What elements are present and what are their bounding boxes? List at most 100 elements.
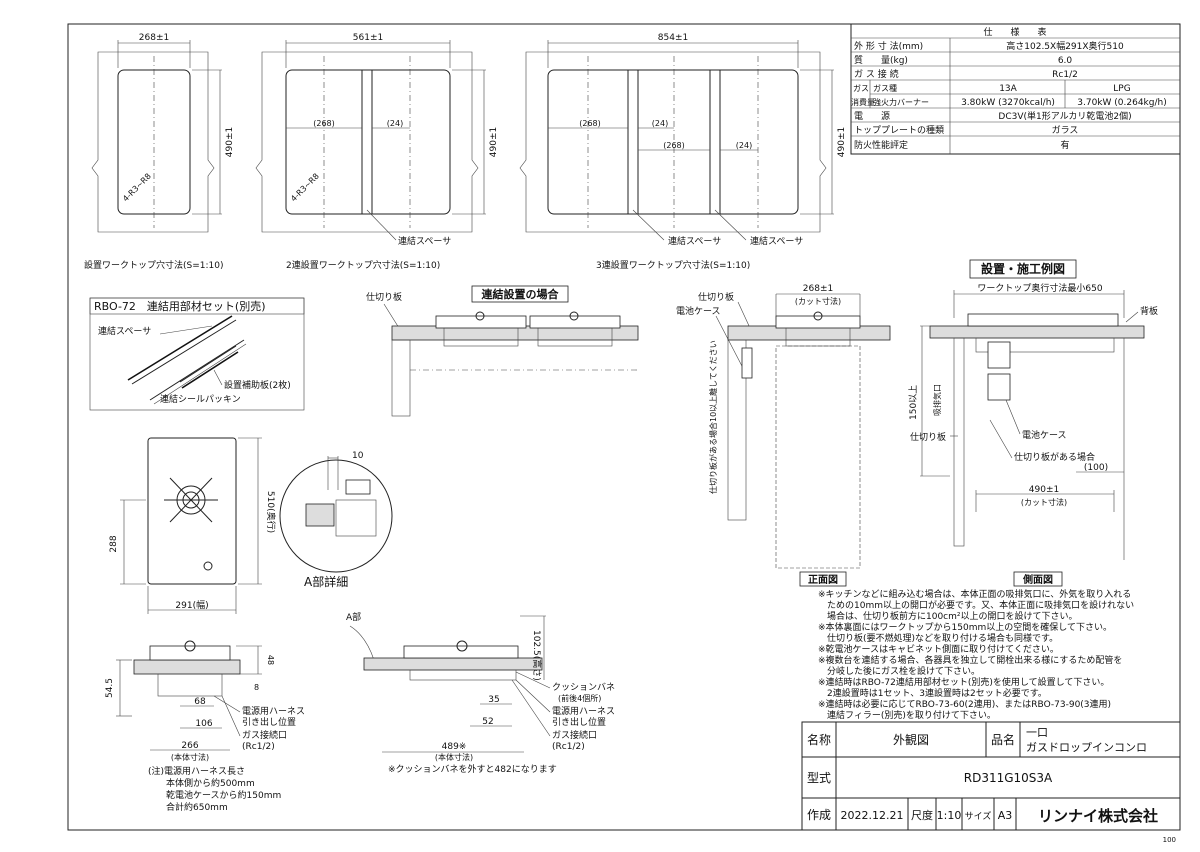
install-title: 設置・施工例図 [981, 261, 1065, 276]
sv-harness: 電源用ハーネス [552, 706, 615, 717]
harness-note-3: 乾電池ケースから約150mm [166, 789, 281, 801]
connected-partition: 仕切り板 [366, 291, 402, 303]
fv-68: 68 [194, 697, 206, 707]
side-intake: 吸排気口 [932, 384, 942, 416]
front-cut-width: 268±1 [803, 284, 833, 294]
single-height-dim: 490±1 [225, 127, 235, 157]
front-cut-label: (カット寸法) [795, 296, 841, 306]
tb-scale-label: 尺度 [911, 808, 933, 822]
side-back-label: 背板 [1140, 305, 1158, 317]
rbo-plate: 設置補助板(2枚) [224, 379, 291, 391]
front-note-vertical: 仕切り板がある場合10以上離してください [708, 340, 718, 494]
note-line-11: 連結フィラー(別売)を取り付けて下さい。 [818, 709, 996, 721]
triple-sub4: (24) [736, 141, 752, 150]
fv-54: 54.5 [105, 678, 115, 698]
note-line-2: 場合は、仕切り板前方に100cm²以上の開口を設けて下さい。 [818, 610, 1078, 622]
spec-label-power: 電 源 [854, 111, 890, 122]
sv-35: 35 [488, 695, 499, 705]
sv-depth-label: (本体寸法) [435, 752, 473, 762]
rbo-title: RBO-72 連結用部材セット(別売) [94, 299, 266, 313]
spec-label-burner: 強火力バーナー [873, 97, 929, 107]
spec-table: 仕 様 表 外 形 寸 法(mm) 高さ102.5X幅291X奥行510 質 量… [850, 23, 1181, 155]
double-corner: 4-R3~R8 [289, 172, 321, 204]
spec-label-fire: 防火性能評定 [854, 139, 908, 151]
install-side: 設置・施工例図 ワークトップ奥行寸法最小650 背板 150以上 吸排気口 仕切… [908, 259, 1158, 587]
tb-scale-value: 1:10 [937, 809, 962, 822]
single-width-dim: 268±1 [139, 33, 169, 43]
title-block: 名称 外観図 品名 一口 ガスドロップインコンロ 型式 RD311G10S3A … [801, 721, 1181, 844]
spec-value-lpg: LPG [1113, 84, 1130, 94]
fv-width-label: (本体寸法) [171, 752, 209, 762]
sv-note: ※クッションバネを外すと482になります [388, 763, 557, 775]
double-height-dim: 490±1 [489, 127, 499, 157]
spec-label-plate: トッププレートの種類 [854, 125, 944, 136]
tb-model-value: RD311G10S3A [964, 771, 1053, 785]
note-line-3: ※本体裏面にはワークトップから150mm以上の空間を確保して下さい。 [818, 621, 1112, 633]
sv-depth: 489※ [442, 742, 467, 752]
double-spacer-label: 連結スペーサ [398, 235, 451, 247]
connected-install: 連結設置の場合 仕切り板 [366, 285, 640, 417]
triple-sub1: (268) [579, 119, 601, 128]
spec-label-gastype: ガス種 [873, 83, 897, 93]
single-corner: 4-R3~R8 [121, 172, 153, 204]
sv-cushion: クッションバネ [552, 682, 615, 693]
side-150: 150以上 [908, 385, 919, 420]
spec-value-burner-13a: 3.80kW (3270kcal/h) [961, 98, 1055, 108]
top-288: 288 [109, 535, 119, 552]
note-line-9: 2連設置時は1セット、3連設置時は2セット必要です。 [818, 687, 1047, 699]
spec-value-gas: Rc1/2 [1052, 70, 1078, 80]
tb-date-value: 2022.12.21 [841, 809, 904, 822]
tb-size-label: サイズ [965, 810, 992, 822]
sheet-border [67, 23, 1181, 831]
fv-harness: 電源用ハーネス [242, 706, 305, 717]
side-view: A部 102.5(高さ) クッションバネ (前後4個所) 電源用ハーネス 引き出… [346, 611, 615, 775]
top-view: 510(奥行) 288 291(幅) [109, 437, 277, 614]
double-sub2: (24) [387, 119, 403, 128]
triple-width-dim: 854±1 [658, 33, 688, 43]
harness-note: (注)電源用ハーネス長さ 本体側から約500mm 乾電池ケースから約150mm … [148, 765, 281, 813]
fv-width: 266 [181, 741, 198, 751]
note-line-4: 仕切り板(要不燃処理)などを取り付ける場合も同様です。 [818, 632, 1058, 644]
double-sub1: (268) [313, 119, 335, 128]
note-line-1: ための10mm以上の開口が必要です。又、本体正面に吸排気口を設けれない [818, 599, 1134, 611]
note-line-10: ※連結時は必要に応じてRBO-73-60(2連用)、またはRBO-73-90(3… [818, 698, 1111, 710]
spec-value-fire: 有 [1060, 139, 1069, 151]
sv-a-label: A部 [346, 611, 361, 623]
sv-harness2: 引き出し位置 [552, 716, 606, 728]
spec-title: 仕 様 表 [983, 26, 1046, 38]
triple-caption: 3連設置ワークトップ穴寸法(S=1:10) [596, 259, 750, 271]
harness-note-4: 合計約650mm [166, 801, 228, 813]
tb-product-label: 品名 [991, 732, 1015, 747]
tb-product-value: 一口 [1026, 726, 1048, 739]
spec-value-mass: 6.0 [1058, 56, 1073, 66]
fv-gas: ガス接続口 [242, 729, 287, 741]
triple-sub2: (24) [652, 119, 668, 128]
fv-106: 106 [195, 719, 212, 729]
rbo-packing: 連結シールパッキン [160, 393, 241, 405]
side-partition-case: 仕切り板がある場合 [1014, 451, 1095, 463]
company-logo: リンナイ株式会社 [1038, 807, 1158, 825]
install-front: 仕切り板 電池ケース 268±1 (カット寸法) 仕切り板がある場合10以上離し… [676, 284, 891, 587]
spec-group-consumption: 消費量 [851, 97, 875, 107]
triple-spacer2-label: 連結スペーサ [750, 235, 803, 247]
side-battery: 電池ケース [1022, 429, 1067, 441]
sv-gas: ガス接続口 [552, 729, 597, 741]
double-width-dim: 561±1 [353, 33, 383, 43]
fv-8: 8 [254, 683, 259, 692]
triple-sub3: (268) [663, 141, 685, 150]
single-caption: 設置ワークトップ穴寸法(S=1:10) [84, 259, 224, 271]
sv-gas2: (Rc1/2) [552, 742, 585, 752]
top-width: 291(幅) [175, 599, 208, 611]
sv-height: 102.5(高さ) [531, 630, 543, 681]
sv-52: 52 [482, 717, 493, 727]
spec-label-size: 外 形 寸 法(mm) [854, 40, 923, 52]
tb-model-label: 型式 [807, 771, 831, 785]
triple-height-dim: 490±1 [837, 127, 847, 157]
cutout-double: 561±1 (268) (24) 490±1 4-R3~R8 連結スペーサ 2連… [255, 33, 499, 271]
double-caption: 2連設置ワークトップ穴寸法(S=1:10) [286, 259, 440, 271]
spec-value-burner-lpg: 3.70kW (0.264kg/h) [1077, 98, 1166, 108]
notes-block: ※キッチンなどに組み込む場合は、本体正面の吸排気口に、外気を取り入れる ための1… [818, 588, 1134, 721]
side-cut-label: (カット寸法) [1021, 497, 1067, 507]
